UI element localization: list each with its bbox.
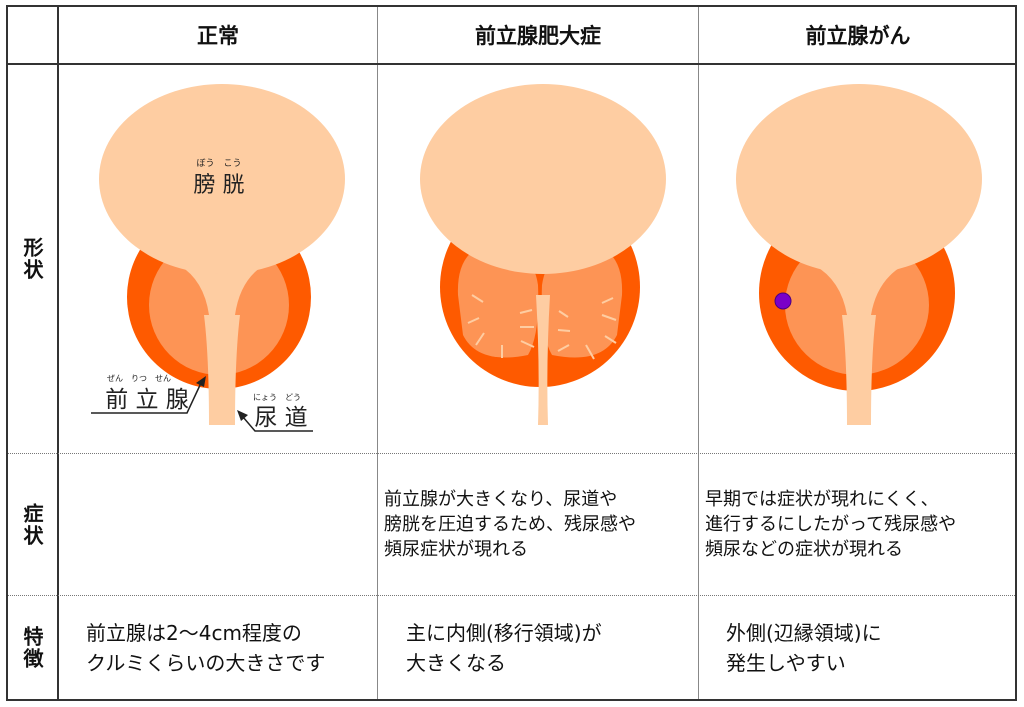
urethra-ruby: にょう どう	[253, 393, 301, 402]
row-label-shape: 形状	[20, 237, 44, 281]
symptoms-bph: 前立腺が大きくなり、尿道や 膀胱を圧迫するため、残尿感や 頻尿症状が現れる	[384, 489, 636, 560]
prostate-ruby: ぜん りつ せん	[107, 374, 171, 383]
symptoms-normal	[64, 454, 374, 595]
diagram-normal: ぼう こう 膀 胱 ぜん りつ せん 前 立 腺 にょう どう 尿 道	[59, 65, 377, 453]
bladder-label: 膀 胱	[194, 173, 245, 198]
diagram-cancer	[699, 65, 1017, 453]
header-divider	[8, 63, 1015, 65]
urethra-label: 尿 道	[254, 405, 307, 431]
column-divider	[57, 7, 59, 699]
comparison-table: 正常 前立腺肥大症 前立腺がん 形状 症状 特徴 ぼう こう 膀 胱 ぜん りつ…	[6, 5, 1017, 701]
prostate-normal-illustration: ぼう こう 膀 胱 ぜん りつ せん 前 立 腺 にょう どう 尿 道	[91, 84, 345, 432]
prostate-label: 前 立 腺	[105, 387, 189, 413]
header-cancer: 前立腺がん	[805, 24, 911, 48]
row-divider	[8, 595, 1015, 596]
prostate-bph-illustration	[420, 84, 666, 425]
bladder-ruby: ぼう こう	[196, 158, 241, 169]
symptoms-cancer: 早期では症状が現れにくく、 進行するにしたがって残尿感や 頻尿などの症状が現れる	[705, 489, 957, 560]
header-corner	[8, 7, 57, 63]
prostate-cancer-illustration	[736, 84, 982, 425]
row-divider	[8, 453, 1015, 454]
column-divider	[698, 7, 699, 699]
diagram-bph	[378, 65, 698, 453]
column-divider	[377, 7, 378, 699]
tumor-marker	[774, 292, 792, 310]
features-bph: 主に内側(移行領域)が 大きくなる	[406, 620, 602, 675]
row-label-features: 特徴	[20, 625, 44, 670]
header-bph: 前立腺肥大症	[475, 24, 601, 48]
header-normal: 正常	[197, 24, 239, 48]
row-label-symptoms: 症状	[20, 502, 44, 547]
features-normal: 前立腺は2～4cm程度の クルミくらいの大きさです	[86, 620, 326, 675]
features-cancer: 外側(辺縁領域)に 発生しやすい	[726, 620, 882, 675]
